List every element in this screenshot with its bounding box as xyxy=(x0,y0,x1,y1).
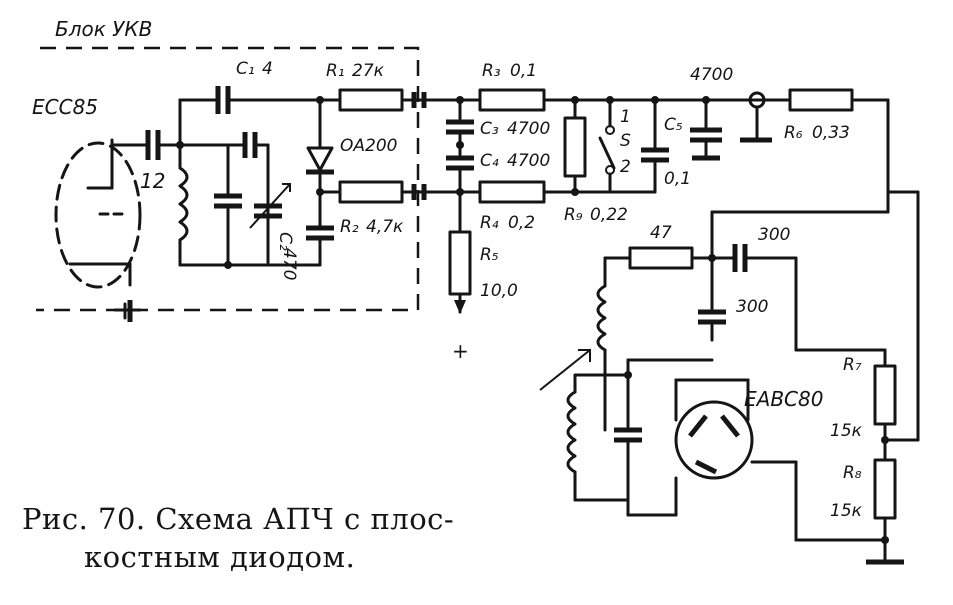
r1-value: 27к xyxy=(352,61,385,81)
switch-pos1: 1 xyxy=(620,107,631,127)
switch-label: S xyxy=(620,131,631,151)
r1-resistor: R₁ 27к xyxy=(326,61,420,112)
tank-circuit xyxy=(176,98,322,269)
c3-c4-capacitors: C₃ 4700 C₄ 4700 xyxy=(446,96,550,196)
r5-label: R₅ xyxy=(480,245,499,265)
r6-label: R₆ xyxy=(784,123,803,143)
c5-capacitor: C₅ 0,1 xyxy=(608,96,691,194)
cap-input-12: 12 xyxy=(110,130,182,193)
vhf-block-label: Блок УКВ xyxy=(55,17,152,41)
c4-label: C₄ xyxy=(480,151,499,171)
c3-label: C₃ xyxy=(480,119,499,139)
diode-oa200: ОА200 xyxy=(306,96,397,230)
c4-value: 4700 xyxy=(507,151,550,171)
tube-eabc80: ЕАВС80 xyxy=(674,378,887,542)
cap-input-12-label: 12 xyxy=(140,169,165,193)
c1-value: 4 xyxy=(262,59,273,79)
r6-resistor: R₆ 0,33 xyxy=(710,88,890,260)
r2-resistor: R₂ 4,7к xyxy=(316,180,420,237)
r4-value: 0,2 xyxy=(508,213,535,233)
r5-value: 10,0 xyxy=(480,281,518,301)
discriminator-circuit: 47 300 300 xyxy=(539,223,798,517)
r9-value: 0,22 xyxy=(590,205,628,225)
cap-47-label: 47 xyxy=(650,223,672,243)
r1-label: R₁ xyxy=(326,61,345,81)
r2-value: 4,7к xyxy=(366,217,404,237)
diode-oa200-label: ОА200 xyxy=(340,136,397,156)
r9-resistor: R₉ 0,22 xyxy=(563,96,628,225)
r3-resistor: R₃ 0,1 xyxy=(478,61,792,112)
c3-value: 4700 xyxy=(507,119,550,139)
tube-eabc80-label: ЕАВС80 xyxy=(744,387,823,411)
cap-4700-ground: 4700 xyxy=(690,65,733,161)
r6-value: 0,33 xyxy=(812,123,850,143)
r3-label: R₃ xyxy=(482,61,501,81)
c1-label: C₁ xyxy=(236,59,255,79)
r7-label: R₇ xyxy=(843,355,862,375)
c2-value: 470 xyxy=(279,248,299,280)
r7-r8-divider: R₇ 15к R₈ 15к xyxy=(794,190,920,565)
c5-value: 0,1 xyxy=(664,169,691,189)
switch-pos2: 2 xyxy=(620,157,631,177)
feedthrough-caps xyxy=(411,92,482,200)
cap-4700-label: 4700 xyxy=(690,65,733,85)
output-terminal xyxy=(740,91,772,143)
r8-label: R₈ xyxy=(843,463,862,483)
c2-label: C₂ xyxy=(275,232,295,251)
switch-s: 1 S 2 xyxy=(598,96,631,194)
tube-ecc85: ECC85 xyxy=(32,95,142,289)
r7-value: 15к xyxy=(830,421,863,441)
ground-bottom-left xyxy=(113,300,142,322)
caption-line-1: Рис. 70. Схема АПЧ с плос- xyxy=(22,502,455,536)
r3-value: 0,1 xyxy=(510,61,537,81)
r4-label: R₄ xyxy=(480,213,499,233)
c5-label: C₅ xyxy=(664,115,683,135)
r4-resistor: R₄ 0,2 xyxy=(478,180,612,233)
plus-terminal: + xyxy=(452,339,469,363)
r8-value: 15к xyxy=(830,501,863,521)
cap-300b-label: 300 xyxy=(736,297,768,317)
cap-300a-label: 300 xyxy=(758,225,790,245)
vhf-block-outline: Блок УКВ xyxy=(36,17,420,312)
tube-ecc85-label: ECC85 xyxy=(32,95,98,119)
c2-capacitor: C₂ 470 xyxy=(275,225,334,280)
r2-label: R₂ xyxy=(340,217,359,237)
c1-capacitor: C₁ 4 xyxy=(178,59,342,114)
caption-line-2: костным диодом. xyxy=(84,540,356,574)
r9-label: R₉ xyxy=(564,205,583,225)
r5-resistor: R₅ 10,0 + xyxy=(448,190,518,363)
figure-caption: Рис. 70. Схема АПЧ с плос- костным диодо… xyxy=(22,500,454,576)
